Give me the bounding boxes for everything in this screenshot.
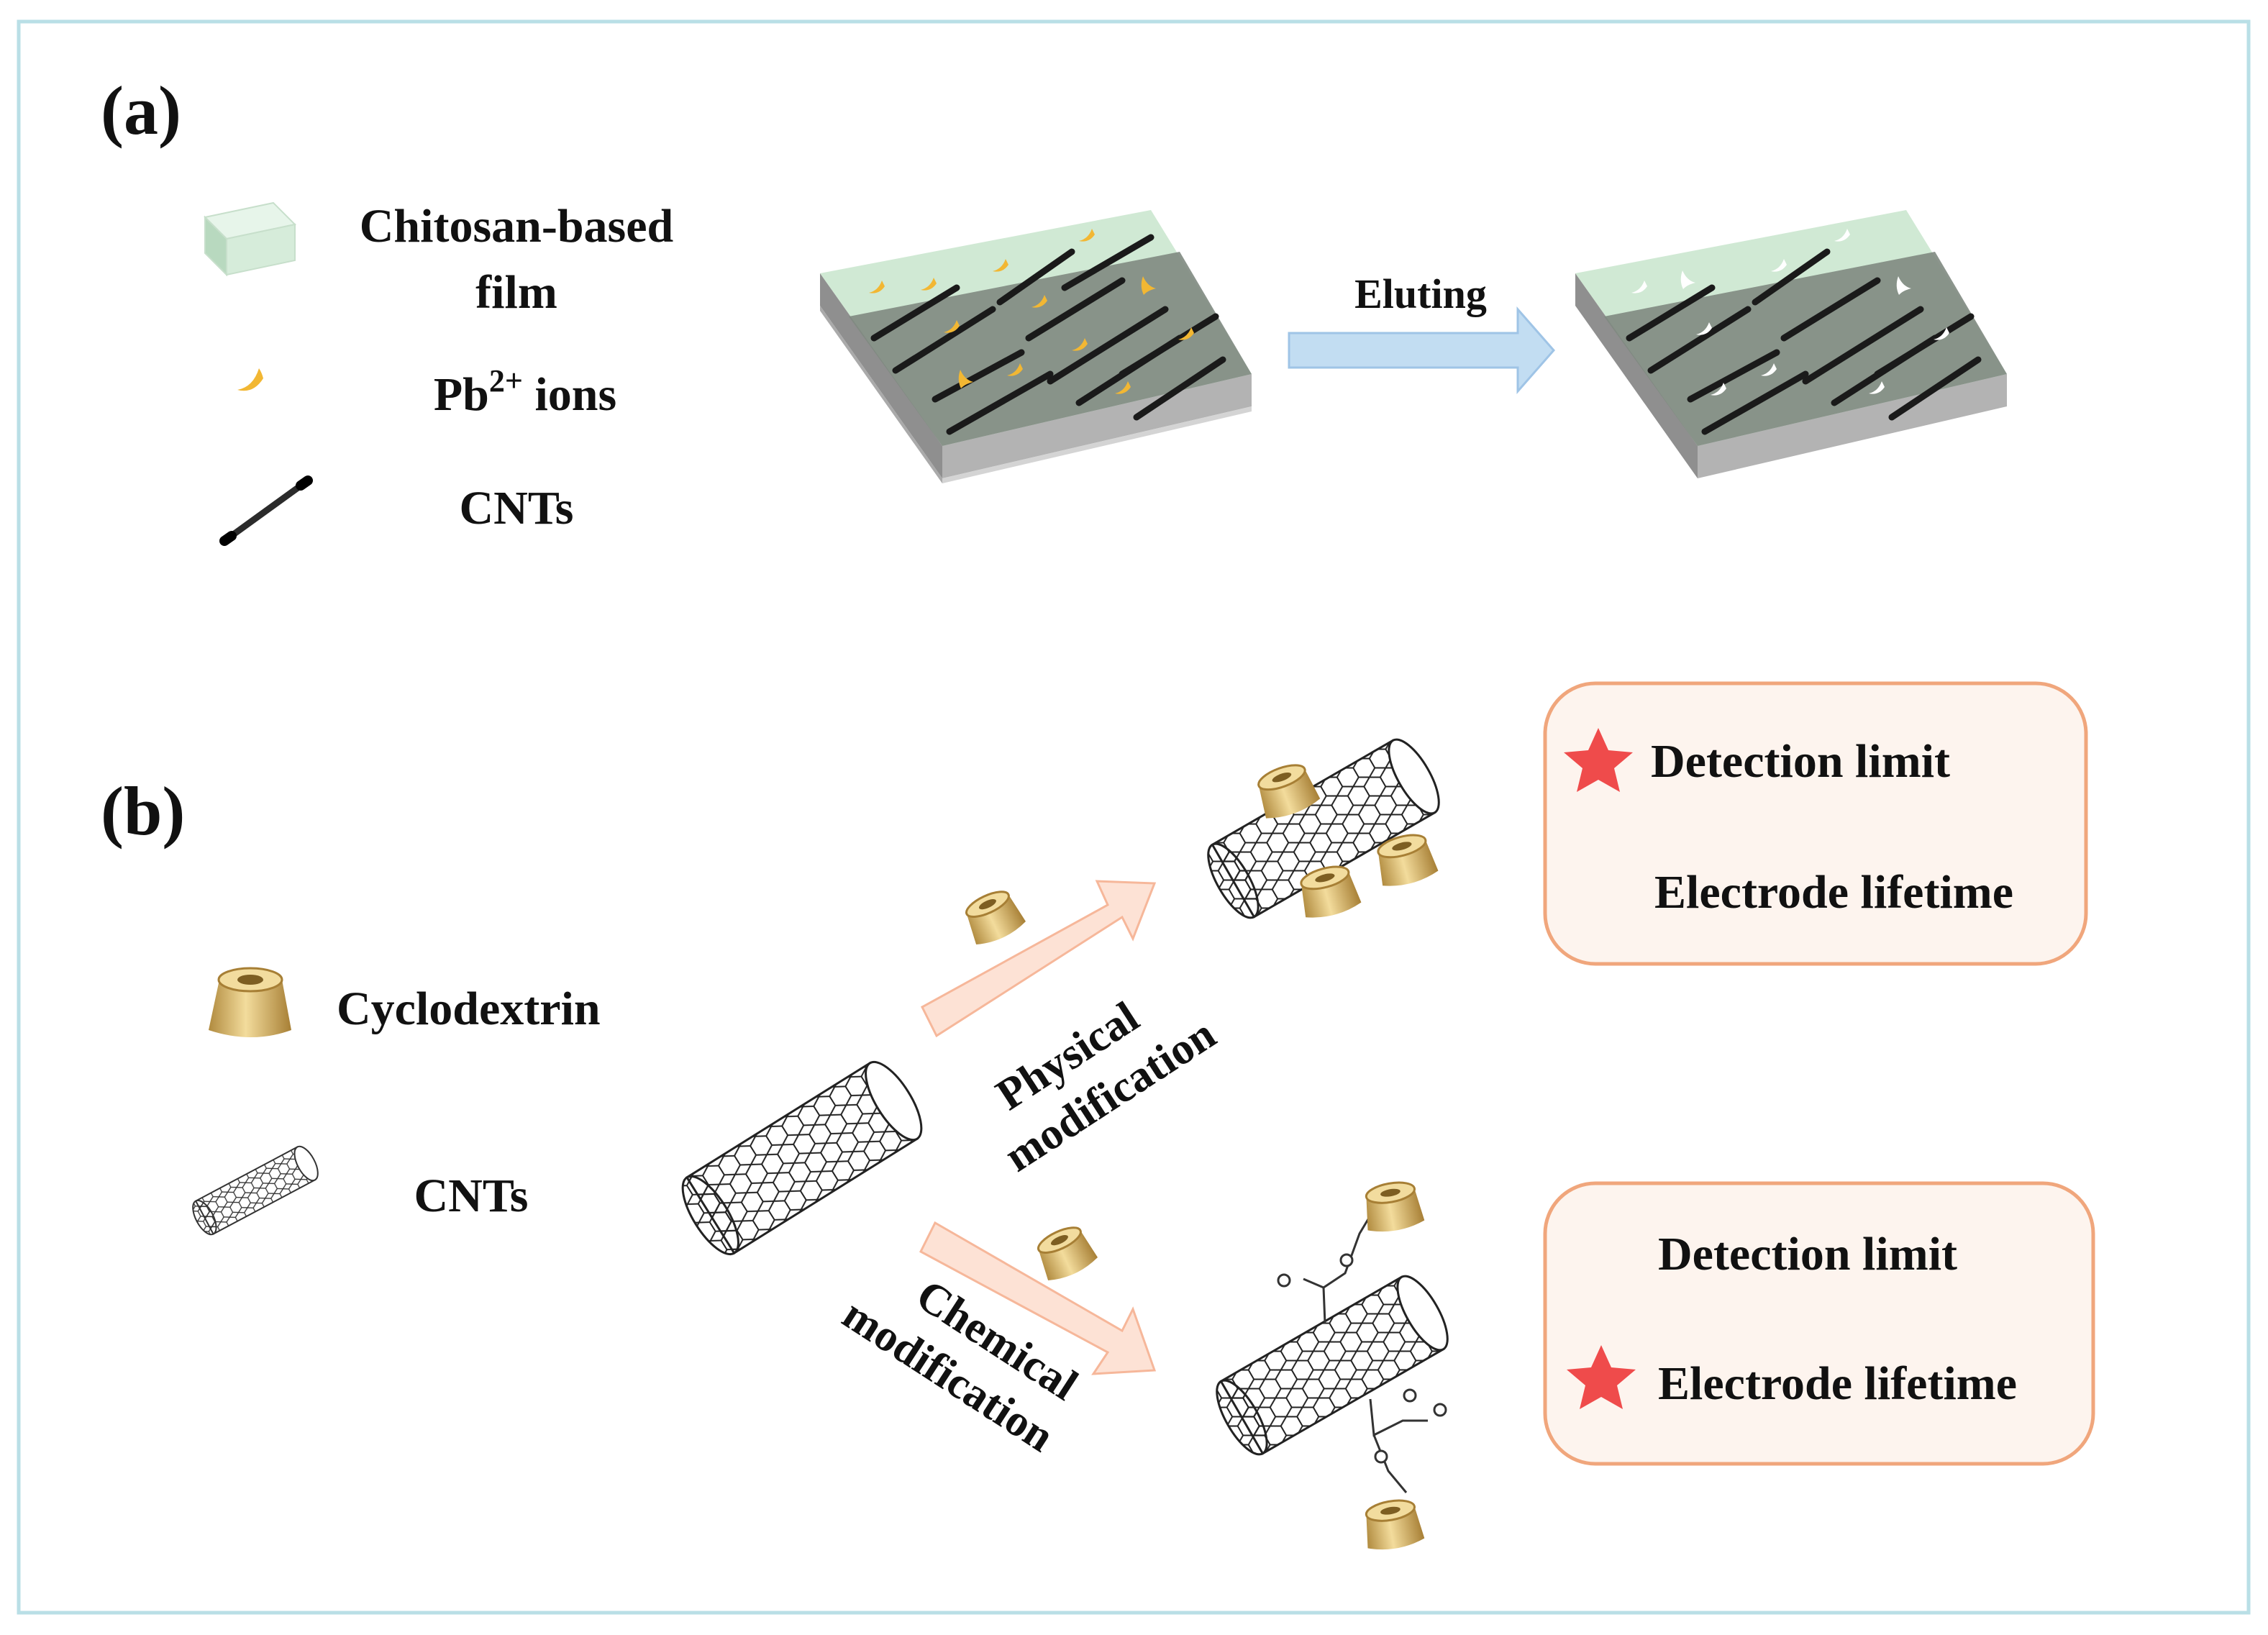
legend-cnts-b: CNTs xyxy=(414,1170,529,1222)
cnt-stick-legend-icon xyxy=(219,475,313,546)
eluting-label: Eluting xyxy=(1354,270,1487,317)
star-icon xyxy=(1567,1345,1636,1409)
ester-linker-top xyxy=(1277,1215,1372,1324)
eluting-arrow xyxy=(1288,306,1555,394)
film-slab-after xyxy=(1575,210,2007,478)
figure-frame xyxy=(17,19,2251,1615)
cyclodextrin-physical-free xyxy=(965,891,1026,945)
legend-cnts-a: CNTs xyxy=(460,482,574,534)
legend-pb-suffix: ions xyxy=(523,368,616,421)
cnt-tube-center xyxy=(681,1060,923,1256)
panel-b-label: (b) xyxy=(101,773,185,850)
box-physical-line2: Electrode lifetime xyxy=(1654,866,2013,919)
cnt-physical-modified xyxy=(1207,738,1440,919)
panel-a-label: (a) xyxy=(101,72,181,149)
cnt-sticks-before xyxy=(870,234,1226,435)
pb-ion-legend-icon xyxy=(237,368,263,391)
cyclodextrin-legend-icon xyxy=(209,967,291,1037)
box-physical-line1: Detection limit xyxy=(1651,735,1950,788)
film-legend-icon xyxy=(203,201,297,277)
cyclodextrin-grafted-bottom xyxy=(1365,1499,1425,1550)
cnt-tube-legend-icon xyxy=(192,1145,319,1236)
cnt-sticks-after xyxy=(1626,248,1982,435)
cyclodextrin-chemical-free xyxy=(1037,1226,1098,1281)
film-slab-before xyxy=(820,210,1252,483)
legend-film-line2: film xyxy=(475,266,557,319)
physical-arrow xyxy=(921,880,1157,1038)
cyclodextrin-grafted-top xyxy=(1365,1181,1425,1232)
box-chemical-line1: Detection limit xyxy=(1658,1228,1957,1280)
cyclodextrin-attached-1 xyxy=(1257,764,1321,819)
result-box-chemical xyxy=(1543,1181,2095,1466)
cnt-chemical-modified xyxy=(1216,1181,1449,1550)
legend-pb-charge: 2+ xyxy=(489,363,523,398)
chemical-arrow xyxy=(919,1221,1157,1375)
ester-linker-bottom xyxy=(1369,1388,1447,1493)
cyclodextrin-attached-2 xyxy=(1300,865,1362,918)
legend-pb-ions: Pb2+ ions xyxy=(434,363,616,421)
pb-ions-on-film xyxy=(869,229,1194,394)
result-box-physical xyxy=(1543,681,2088,966)
legend-pb-symbol: Pb xyxy=(434,368,489,421)
cyclodextrin-attached-3 xyxy=(1377,834,1439,886)
legend-film-line1: Chitosan-based xyxy=(360,200,673,252)
box-chemical-line2: Electrode lifetime xyxy=(1658,1357,2017,1410)
star-icon xyxy=(1564,728,1633,792)
empty-imprint-sites xyxy=(1631,229,1949,396)
legend-cyclodextrin: Cyclodextrin xyxy=(337,983,601,1035)
